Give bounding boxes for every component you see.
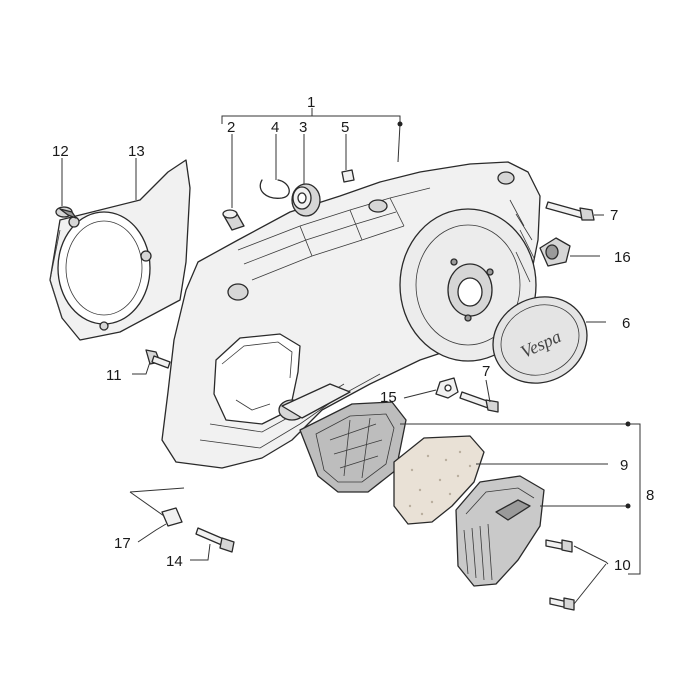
callout-11: 11 <box>106 367 122 384</box>
callout-17: 17 <box>114 535 131 552</box>
callout-12: 12 <box>52 143 69 160</box>
part-3-bearing <box>291 183 321 217</box>
callout-3: 3 <box>299 119 307 136</box>
part-11-screw <box>145 349 171 369</box>
part-14-bolt <box>195 527 235 553</box>
callout-4: 4 <box>271 119 279 136</box>
part-10-screws <box>545 539 575 611</box>
callout-8: 8 <box>646 487 654 504</box>
part-4-circlip <box>259 179 290 199</box>
callout-2: 2 <box>227 119 235 136</box>
callout-13: 13 <box>128 143 145 160</box>
leader-lines <box>61 108 641 605</box>
callout-5: 5 <box>341 119 349 136</box>
callout-16: 16 <box>614 249 631 266</box>
callout-9: 9 <box>620 457 628 474</box>
callout-7-upper: 7 <box>610 207 618 224</box>
part-1-crankcase-cover <box>161 161 541 469</box>
callout-labels: 1 2 4 3 5 12 13 7 16 6 11 15 7 9 8 10 17… <box>52 94 654 574</box>
callout-6: 6 <box>622 315 630 332</box>
part-13-cover-plate <box>49 159 191 341</box>
part-8-filter-cover-outer <box>455 475 545 587</box>
callout-10: 10 <box>614 557 631 574</box>
part-6-logo-cover: Vespa <box>492 296 588 384</box>
part-5-pin <box>341 169 355 183</box>
part-9-filter-sponge <box>393 435 485 525</box>
part-7-lower-bolt <box>459 391 499 413</box>
part-2-dowel-pin <box>222 209 245 231</box>
callout-7-lower: 7 <box>482 363 490 380</box>
part-17-clip-nut <box>161 507 183 527</box>
callout-1: 1 <box>307 94 315 111</box>
part-15-clamp <box>435 377 459 399</box>
callout-15: 15 <box>380 389 397 406</box>
part-7-upper-bolt <box>545 201 595 221</box>
part-16-bushing <box>539 237 571 267</box>
callout-14: 14 <box>166 553 183 570</box>
part-12-screw <box>55 206 77 219</box>
